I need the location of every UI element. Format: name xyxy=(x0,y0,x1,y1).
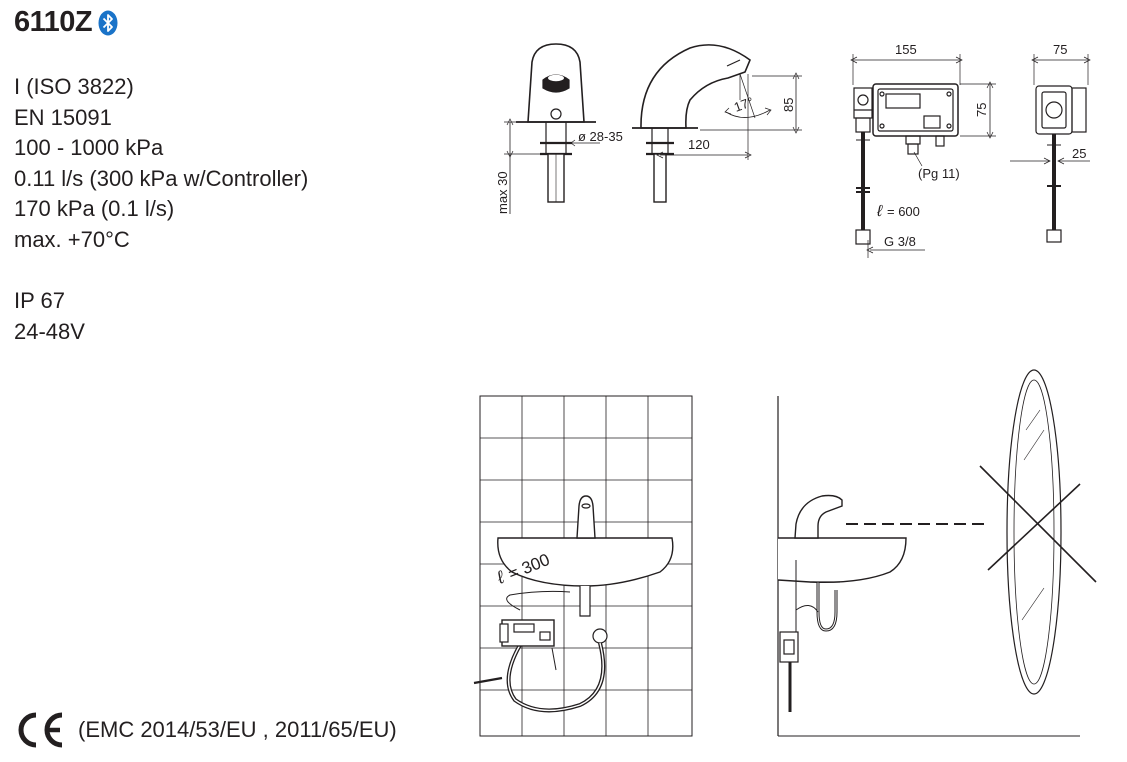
box-depth-label: 75 xyxy=(1053,42,1067,57)
spout-height-label: 85 xyxy=(781,98,796,112)
max-thickness-label: max 30 xyxy=(495,171,510,214)
spec-flow: 0.11 l/s (300 kPa w/Controller) xyxy=(14,165,309,191)
spec-pressure: 100 - 1000 kPa xyxy=(14,135,164,161)
ce-compliance: (EMC 2014/53/EU , 2011/65/EU) xyxy=(14,708,397,752)
control-box-front xyxy=(850,54,996,258)
diameter-label: ø 28-35 xyxy=(578,129,623,144)
ce-mark-icon xyxy=(18,712,63,748)
spec-standard: I (ISO 3822) xyxy=(14,74,134,99)
spec-temperature: max. +70°C xyxy=(14,226,130,252)
spout-reach-label: 120 xyxy=(688,137,710,152)
faucet-front-view xyxy=(504,43,600,214)
offset-label: 25 xyxy=(1072,146,1086,161)
box-height-label: 75 xyxy=(974,103,989,117)
model-number: 6110Z xyxy=(14,6,93,38)
box-width-label: 155 xyxy=(895,42,917,57)
hose-length-label: = 600 xyxy=(887,204,920,219)
spec-flow-pressure: 170 kPa (0.1 l/s) xyxy=(14,196,175,222)
directives-text: (EMC 2014/53/EU , 2011/65/EU) xyxy=(78,717,397,742)
spec-list: I (ISO 3822) EN 15091 100 - 1000 kPa 0.1… xyxy=(14,72,308,347)
spec-norm: EN 15091 xyxy=(14,104,112,130)
installation-front-view xyxy=(473,395,693,737)
thread-label: G 3/8 xyxy=(884,234,916,249)
bluetooth-icon xyxy=(98,10,118,35)
hose-length-symbol: ℓ xyxy=(876,203,883,220)
cable-length-symbol: ℓ xyxy=(493,567,508,589)
angle-label: 17° xyxy=(732,94,756,115)
faucet-side-view xyxy=(632,44,802,203)
spec-voltage: 24-48V xyxy=(14,318,85,344)
control-box-side xyxy=(1010,54,1091,243)
installation-side-view xyxy=(777,369,1097,737)
product-title: 6110Z xyxy=(14,6,118,39)
gland-label: (Pg 11) xyxy=(918,166,960,181)
spec-ip-rating: IP 67 xyxy=(14,288,65,314)
